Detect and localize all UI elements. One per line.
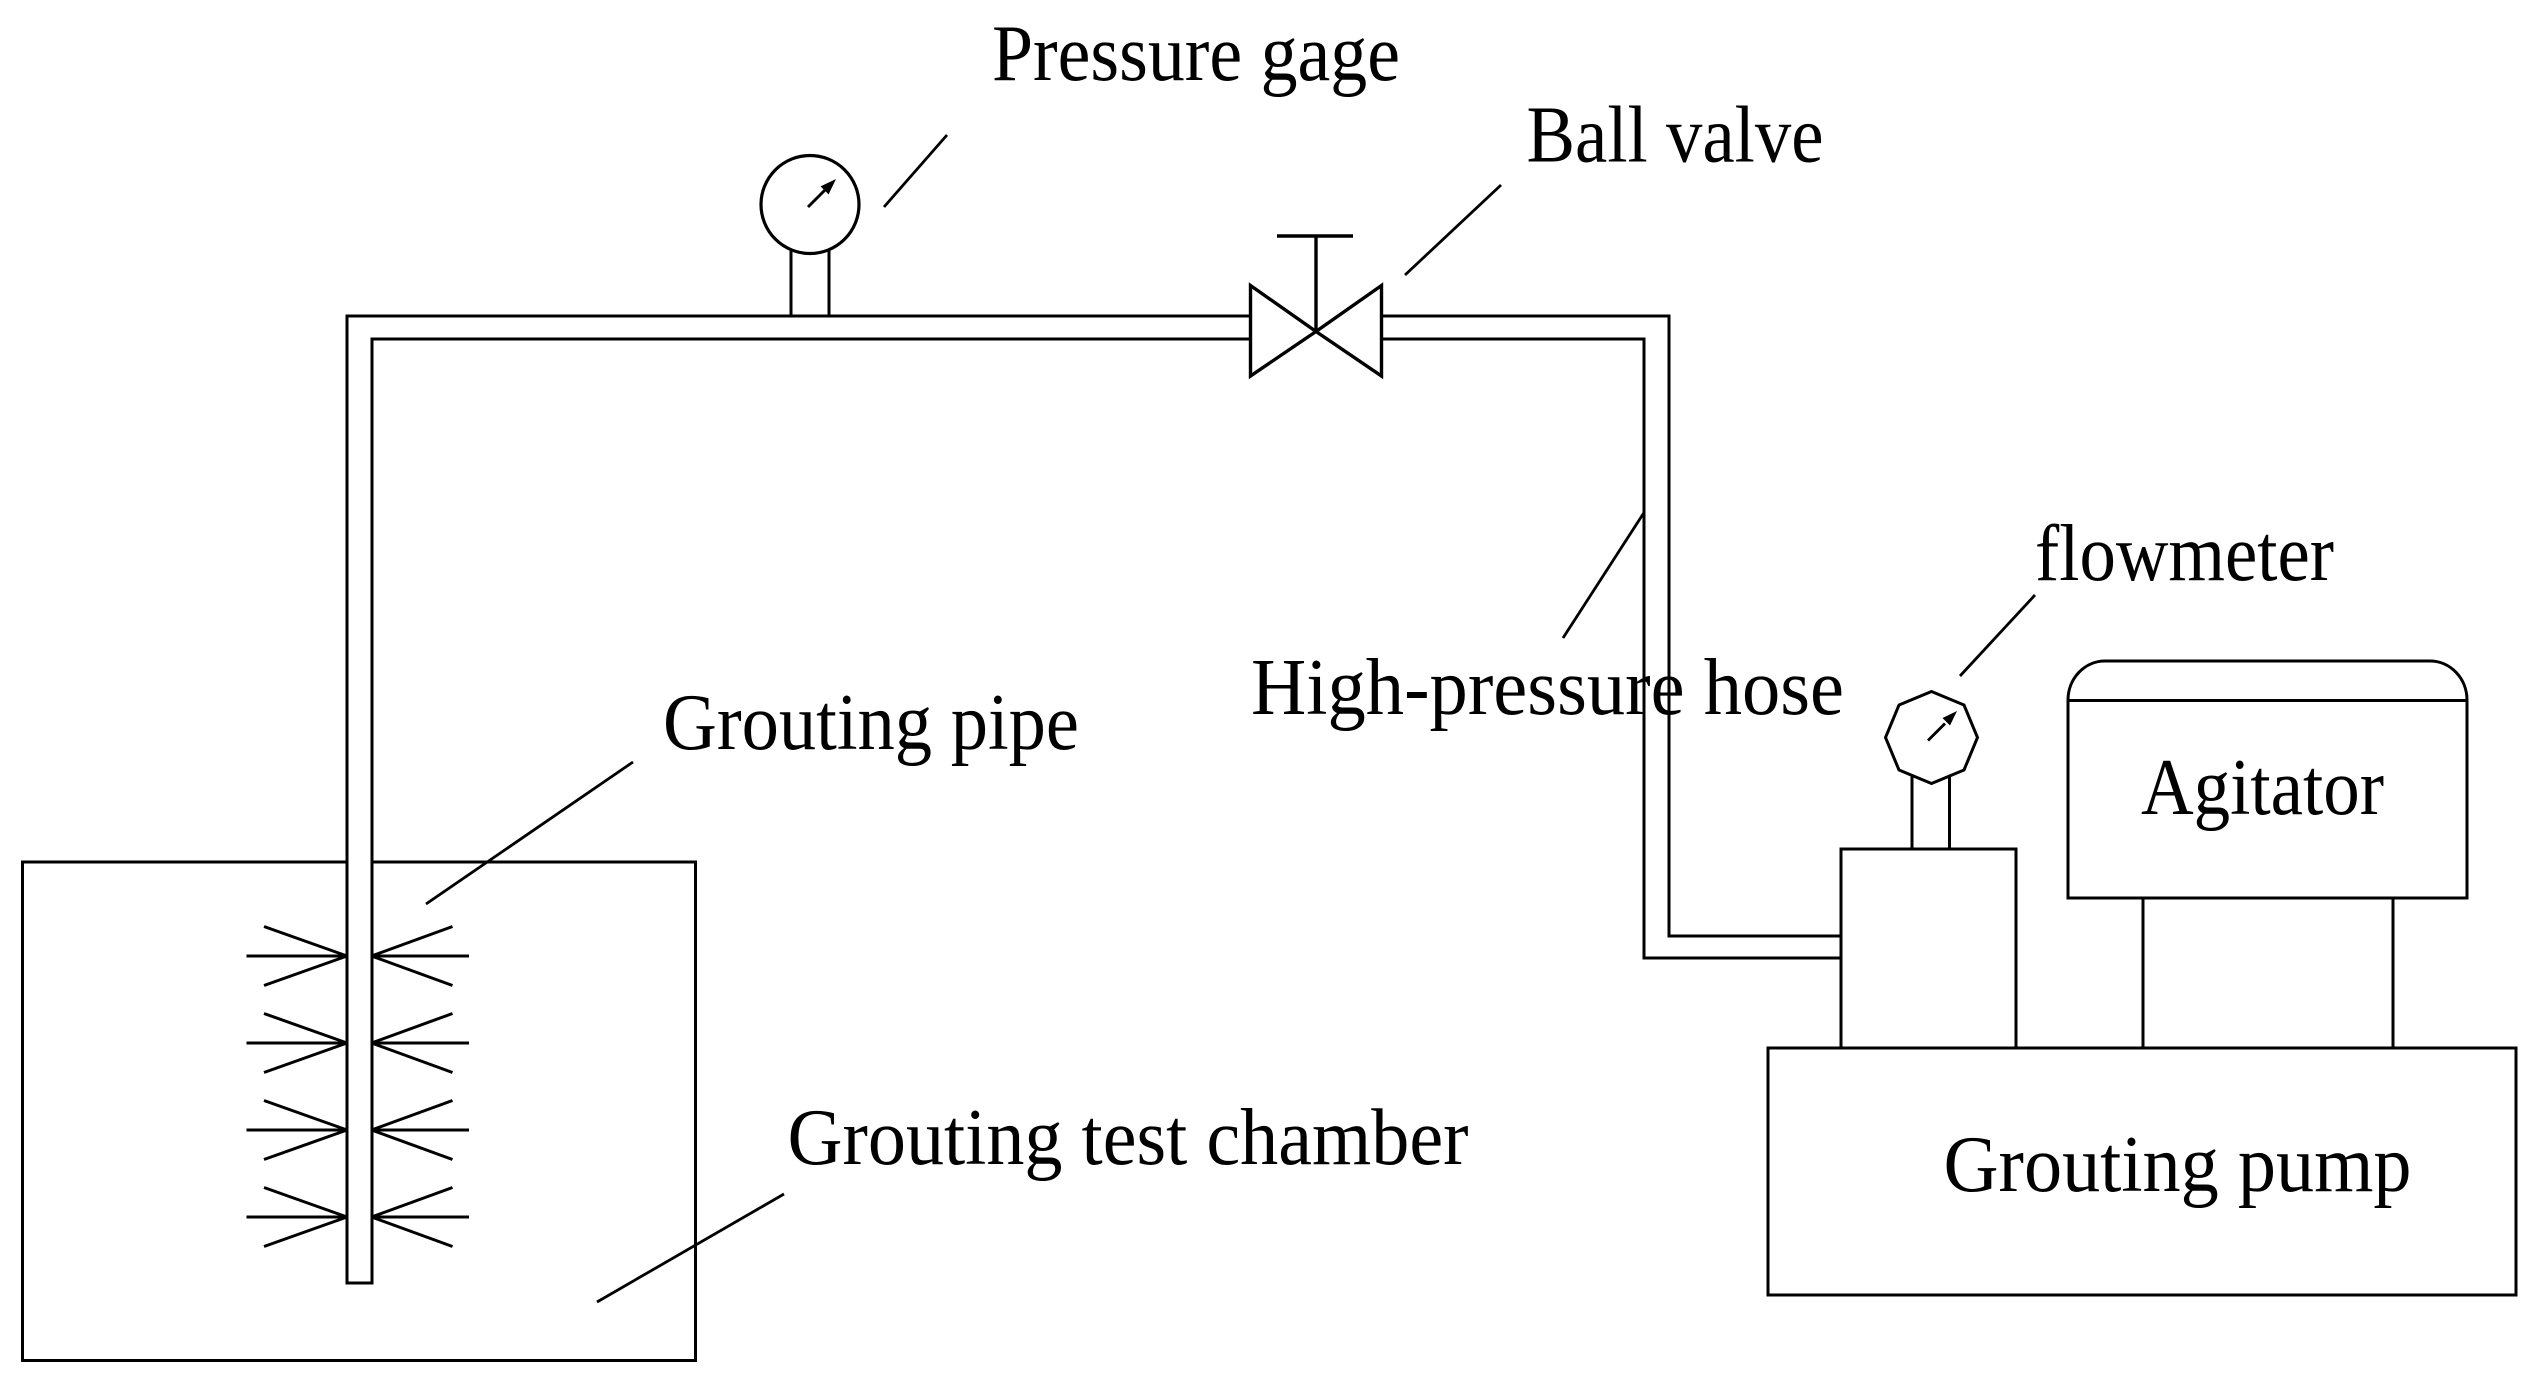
svg-text:High-pressure hose: High-pressure hose [1251,644,1844,732]
svg-text:Agitator: Agitator [2141,744,2384,832]
svg-text:Grouting pump: Grouting pump [1944,1121,2412,1209]
svg-text:Grouting pipe: Grouting pipe [663,679,1079,767]
svg-text:flowmeter: flowmeter [2035,510,2334,598]
svg-text:Ball valve: Ball valve [1527,92,1824,180]
svg-text:Grouting test chamber: Grouting test chamber [788,1094,1469,1182]
svg-text:Pressure gage: Pressure gage [992,10,1400,98]
